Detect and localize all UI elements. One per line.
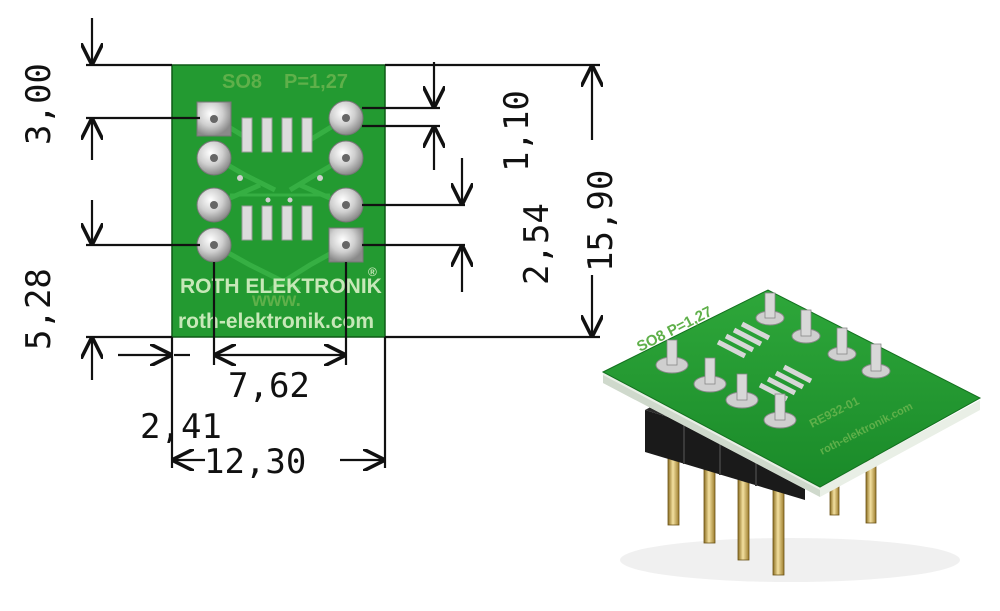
through-hole-pads	[196, 100, 364, 263]
dim-pin-pitch: 2,54	[517, 203, 557, 285]
board-brand: ROTH ELEKTRONIK	[180, 275, 382, 298]
product-photo: SO8 P=1,27 RE932-01 roth-elektronik.com	[601, 289, 982, 582]
dim-height: 15,90	[581, 170, 621, 272]
dim-pin-offset: 1,10	[497, 90, 537, 172]
board-pitch-label: P=1,27	[284, 71, 348, 93]
dim-row-spacing: 7,62	[228, 366, 310, 406]
dimension-lines	[86, 18, 600, 468]
board-www: www.	[251, 290, 301, 311]
dim-bottom-margin: 5,28	[19, 268, 59, 350]
dim-width: 12,30	[204, 442, 306, 482]
smd-footprint-photo	[716, 321, 813, 402]
vias	[237, 175, 323, 203]
smd-footprint-top	[241, 117, 313, 241]
board-package-label: SO8	[222, 71, 262, 93]
board-registered-mark: ®	[368, 265, 377, 279]
photo-solder-joints	[655, 292, 891, 429]
dim-top-margin: 3,00	[19, 63, 59, 145]
top-view-board: SO8 P=1,27 ROTH ELEKTRONIK ® www. roth-e…	[171, 64, 386, 338]
dim-edge-offset: 2,41	[140, 407, 222, 447]
board-url: roth-elektronik.com	[178, 310, 374, 333]
header-pins	[667, 444, 877, 576]
